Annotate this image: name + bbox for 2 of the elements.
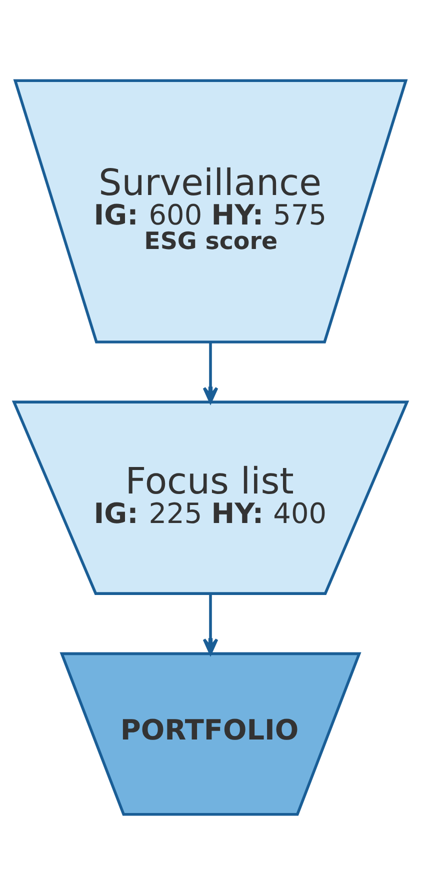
arrow [202,594,218,654]
arrow [202,342,218,403]
